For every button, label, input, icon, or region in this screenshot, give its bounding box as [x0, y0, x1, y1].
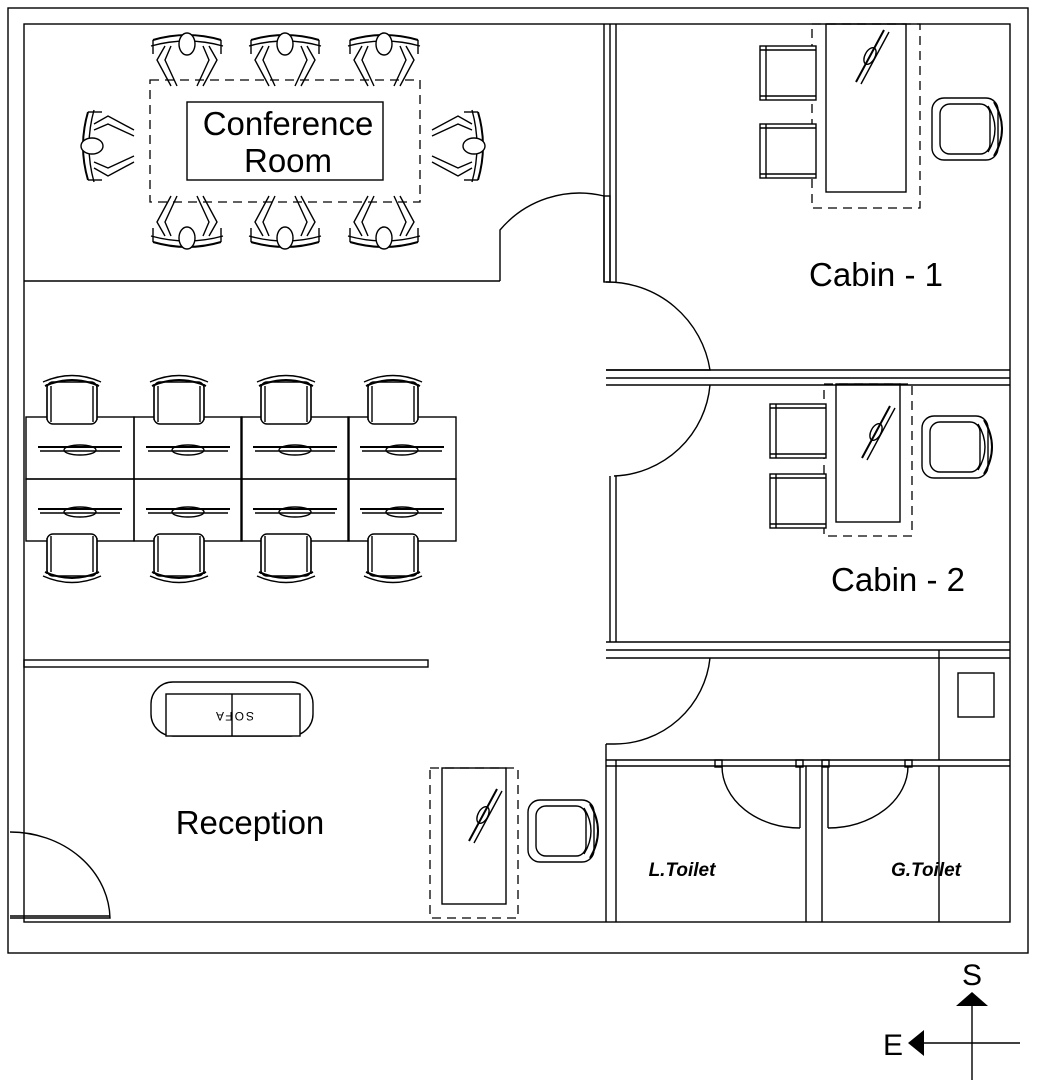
cabin2-desk-outline: [823, 383, 913, 537]
conference-chair: [248, 32, 322, 87]
toilet-lobby-door[interactable]: [606, 657, 711, 745]
conference-chair: [431, 109, 486, 183]
north-arrow-icon: [956, 992, 988, 1006]
executive-chair: [921, 415, 993, 479]
visitor-chair: [759, 45, 817, 101]
gents-toilet-label: G.Toilet: [891, 860, 962, 881]
cabin1-door[interactable]: [605, 281, 711, 371]
workstation-chair: [256, 374, 316, 425]
cabin2-door[interactable]: [613, 384, 711, 477]
conference-label-box: [186, 101, 384, 181]
reception-label: Reception: [176, 804, 325, 841]
compass-south-label: S: [962, 959, 982, 992]
inner-wall: [23, 23, 1011, 923]
visitor-chair: [759, 123, 817, 179]
reception-partition: [23, 659, 429, 668]
cabin1-desk-outline: [811, 23, 921, 209]
outer-wall: [7, 7, 1029, 954]
monitor-icon: [861, 405, 896, 461]
workstation-chair: [363, 533, 423, 584]
workstation-chair: [42, 533, 102, 584]
conference-chair: [80, 109, 135, 183]
conference-door[interactable]: [499, 192, 605, 281]
workstation-chair: [363, 374, 423, 425]
cabin1-desk: [825, 23, 907, 193]
conference-chair: [150, 195, 224, 250]
workstation-chair: [149, 533, 209, 584]
main-entrance-door[interactable]: [9, 831, 111, 919]
conference-chair: [248, 195, 322, 250]
cabin1-label: Cabin - 1: [809, 256, 943, 293]
cabin2-label: Cabin - 2: [831, 561, 965, 598]
sofa: [150, 681, 314, 737]
visitor-chair: [769, 473, 827, 529]
monitor-icon: [855, 29, 890, 85]
conference-chair: [150, 32, 224, 87]
workstation-cluster: [25, 416, 457, 542]
conference-chair: [347, 32, 421, 87]
east-arrow-icon: [908, 1030, 924, 1056]
visitor-chair: [769, 403, 827, 459]
conference-table: [149, 79, 421, 203]
workstation-chair: [256, 533, 316, 584]
ladies-toilet-label: L.Toilet: [649, 860, 717, 881]
compass-east-label: E: [883, 1029, 903, 1062]
conference-room-label-line2: Room: [244, 142, 332, 179]
sofa-label: SOFA: [214, 709, 254, 723]
monitor-icon: [468, 788, 503, 844]
conference-chair: [347, 195, 421, 250]
duct: [957, 672, 995, 718]
executive-chair: [931, 97, 1003, 161]
executive-chair: [527, 799, 599, 863]
workstation-chair: [42, 374, 102, 425]
conference-room-label: Conference: [203, 105, 374, 142]
cabin2-desk: [835, 383, 901, 523]
compass: [908, 992, 1020, 1080]
workstation-chair: [149, 374, 209, 425]
reception-desk: [441, 767, 507, 905]
